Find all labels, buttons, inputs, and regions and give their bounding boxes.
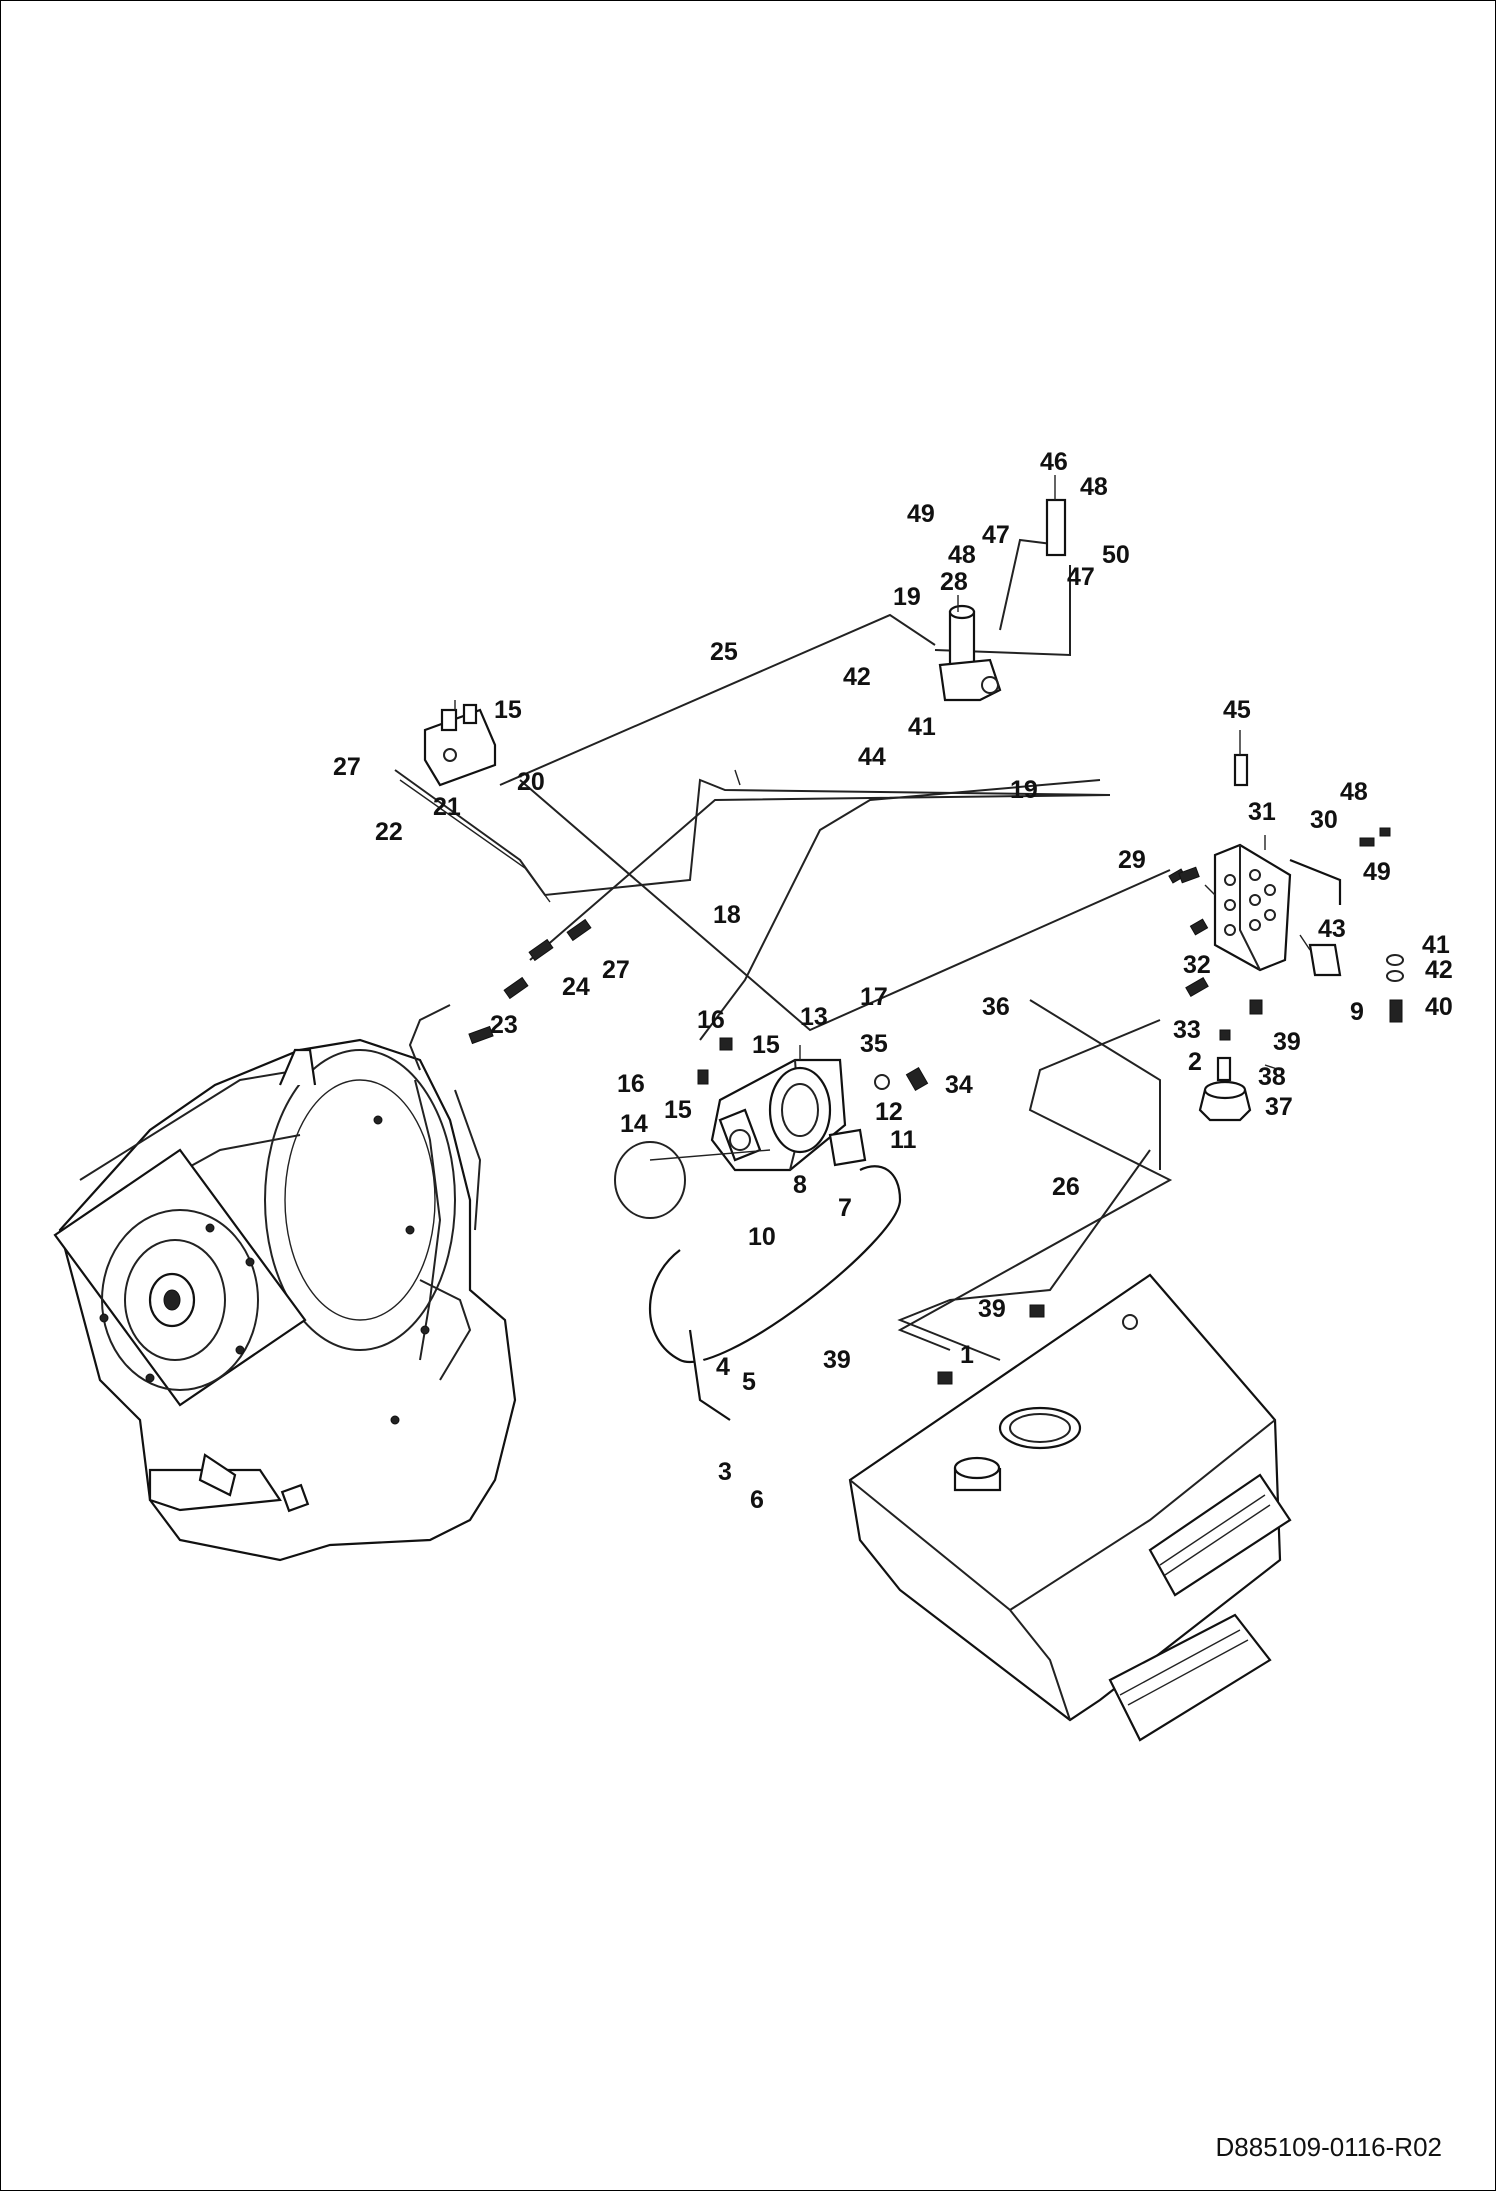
document-id: D885109-0116-R02	[1215, 2132, 1442, 2162]
callout-27b: 27	[602, 956, 630, 984]
callout-49b: 49	[1363, 858, 1391, 886]
callout-1: 1	[960, 1341, 974, 1369]
callout-45: 45	[1223, 696, 1251, 724]
callout-37: 37	[1265, 1093, 1293, 1121]
transmission-housing	[53, 1038, 517, 1562]
callout-10: 10	[748, 1223, 776, 1251]
callout-48b: 48	[1080, 473, 1108, 501]
callout-39a: 39	[1273, 1028, 1301, 1056]
accumulator	[1198, 1056, 1252, 1122]
callout-38: 38	[1258, 1063, 1286, 1091]
callout-48a: 48	[948, 541, 976, 569]
callout-16b: 16	[617, 1070, 645, 1098]
callout-21: 21	[433, 793, 461, 821]
callout-40: 40	[1425, 993, 1453, 1021]
callout-47a: 47	[982, 521, 1010, 549]
callout-43: 43	[1318, 915, 1346, 943]
callout-22: 22	[375, 818, 403, 846]
manifold-block	[1213, 753, 1342, 977]
control-valve	[423, 703, 497, 787]
callout-2: 2	[1188, 1048, 1202, 1076]
callout-15a: 15	[494, 696, 522, 724]
callout-19b: 19	[1010, 776, 1038, 804]
callout-50: 50	[1102, 541, 1130, 569]
callout-3: 3	[718, 1458, 732, 1486]
callout-33: 33	[1173, 1016, 1201, 1044]
callout-26: 26	[1052, 1173, 1080, 1201]
callout-30: 30	[1310, 806, 1338, 834]
callout-14: 14	[620, 1110, 648, 1138]
callout-labels: 1 2 3 4 5 6 7 8 9 10 11 12 13 14 15 15 1…	[333, 448, 1453, 1514]
callout-31: 31	[1248, 798, 1276, 826]
callout-47b: 47	[1067, 563, 1095, 591]
callout-8: 8	[793, 1171, 807, 1199]
callout-49a: 49	[907, 500, 935, 528]
callout-32: 32	[1183, 951, 1211, 979]
callout-20: 20	[517, 768, 545, 796]
callout-42a: 42	[843, 663, 871, 691]
callout-25: 25	[710, 638, 738, 666]
callout-46: 46	[1040, 448, 1068, 476]
callout-9: 9	[1350, 998, 1364, 1026]
valve-tee	[938, 604, 1002, 702]
callout-29: 29	[1118, 846, 1146, 874]
callout-11: 11	[890, 1126, 917, 1154]
callout-15c: 15	[664, 1096, 692, 1124]
hydraulic-tank	[848, 1273, 1292, 1742]
callout-41b: 41	[1422, 931, 1450, 959]
hydraulic-pump	[614, 1058, 867, 1219]
callout-6: 6	[750, 1486, 764, 1514]
callout-48c: 48	[1340, 778, 1368, 806]
callout-42b: 42	[1425, 956, 1453, 984]
callout-39c: 39	[823, 1346, 851, 1374]
callout-5: 5	[742, 1368, 756, 1396]
callout-41a: 41	[908, 713, 936, 741]
fittings	[468, 827, 1404, 1385]
leader-lines	[454, 475, 1311, 1161]
callout-44: 44	[858, 743, 886, 771]
callout-24: 24	[562, 973, 590, 1001]
callout-27a: 27	[333, 753, 361, 781]
callout-28: 28	[940, 568, 968, 596]
callout-4: 4	[716, 1353, 730, 1381]
callout-35: 35	[860, 1030, 888, 1058]
callout-18: 18	[713, 901, 741, 929]
mounting-plate	[1045, 498, 1067, 557]
callout-39b: 39	[978, 1295, 1006, 1323]
callout-15b: 15	[752, 1031, 780, 1059]
callout-16a: 16	[697, 1006, 725, 1034]
callout-7: 7	[838, 1194, 852, 1222]
callout-34: 34	[945, 1071, 973, 1099]
callout-19a: 19	[893, 583, 921, 611]
callout-17: 17	[860, 983, 888, 1011]
callout-36: 36	[982, 993, 1010, 1021]
pipe-lines	[394, 538, 1173, 1421]
callout-12: 12	[875, 1098, 903, 1126]
callout-23: 23	[490, 1011, 518, 1039]
callout-13: 13	[800, 1003, 828, 1031]
